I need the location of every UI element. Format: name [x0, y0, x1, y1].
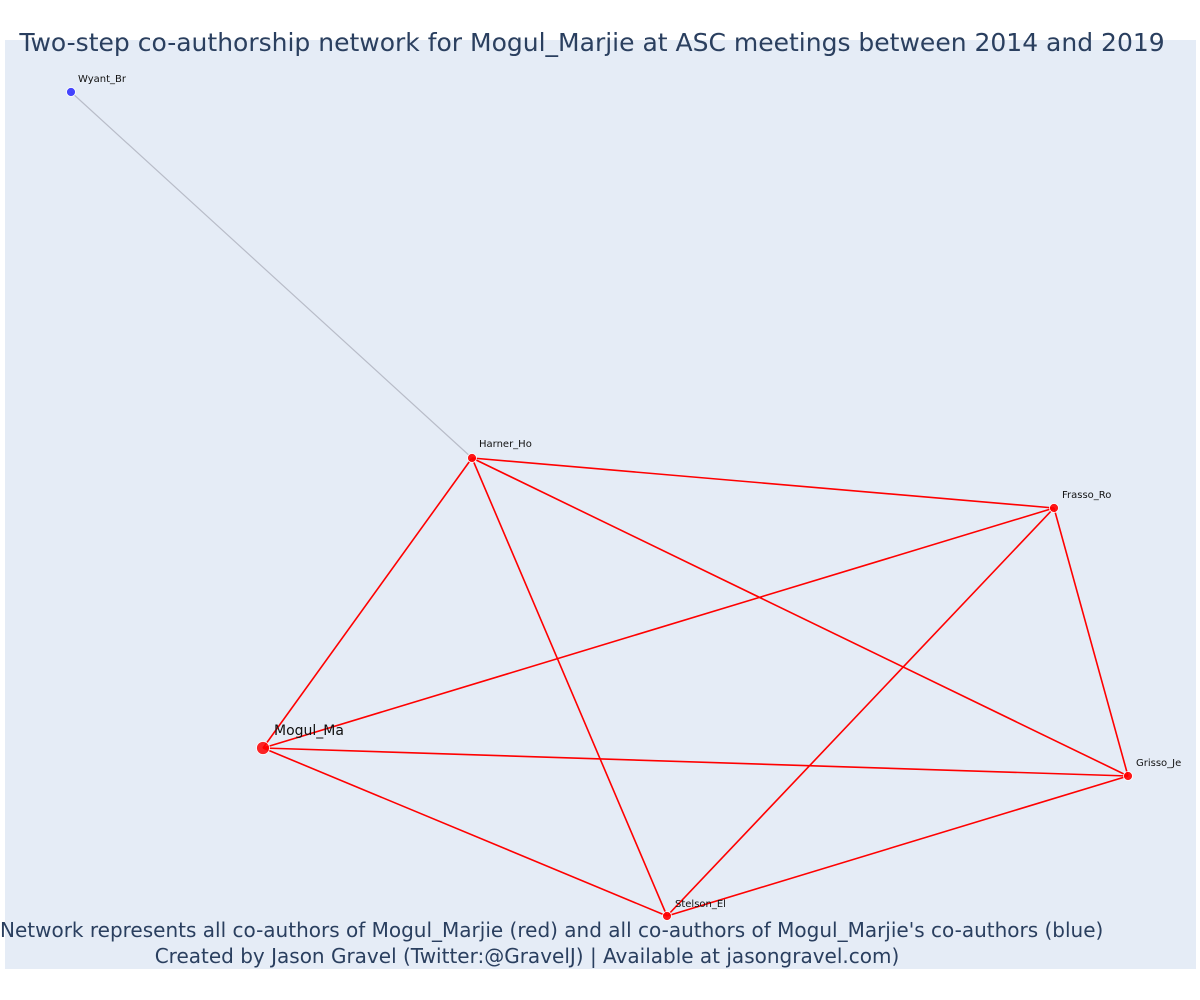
- edge-mogul_ma-frasso_ro: [262, 507, 1055, 749]
- node-mogul_ma[interactable]: [256, 741, 270, 755]
- edge-frasso_ro-grisso_je: [1053, 507, 1129, 777]
- footer-line-legend: Network represents all co-authors of Mog…: [0, 918, 1104, 942]
- node-label-mogul_ma: Mogul_Ma: [274, 723, 344, 739]
- edge-frasso_ro-stelson_el: [666, 507, 1055, 917]
- edges-layer: [70, 91, 1129, 917]
- edge-grisso_je-stelson_el: [666, 775, 1129, 917]
- edge-mogul_ma-grisso_je: [262, 747, 1129, 777]
- node-label-stelson_el: Stelson_El: [675, 899, 726, 910]
- node-wyant_br[interactable]: [66, 87, 76, 97]
- edge-harner_ho-wyant_br: [70, 91, 473, 459]
- footer-line-credit: Created by Jason Gravel (Twitter:@Gravel…: [154, 944, 900, 968]
- edge-harner_ho-frasso_ro: [471, 457, 1055, 509]
- node-harner_ho[interactable]: [467, 453, 477, 463]
- node-grisso_je[interactable]: [1123, 771, 1133, 781]
- chart-title: Two-step co-authorship network for Mogul…: [19, 28, 1165, 57]
- node-label-harner_ho: Harner_Ho: [479, 439, 532, 450]
- edge-mogul_ma-stelson_el: [262, 747, 668, 917]
- labels-layer: Mogul_Ma Harner_HoFrasso_RoGrisso_JeStels…: [78, 74, 1181, 910]
- node-label-wyant_br: Wyant_Br: [78, 74, 127, 85]
- nodes-layer: [66, 87, 1133, 921]
- node-label-grisso_je: Grisso_Je: [1136, 758, 1181, 769]
- node-stelson_el[interactable]: [662, 911, 672, 921]
- edge-harner_ho-grisso_je: [471, 457, 1129, 777]
- edge-mogul_ma-harner_ho: [262, 457, 473, 749]
- edge-harner_ho-stelson_el: [471, 457, 668, 917]
- footer-note: Network represents all co-authors of Mog…: [0, 917, 1104, 969]
- node-frasso_ro[interactable]: [1049, 503, 1059, 513]
- plot-area: [5, 40, 1196, 969]
- node-label-frasso_ro: Frasso_Ro: [1062, 490, 1111, 501]
